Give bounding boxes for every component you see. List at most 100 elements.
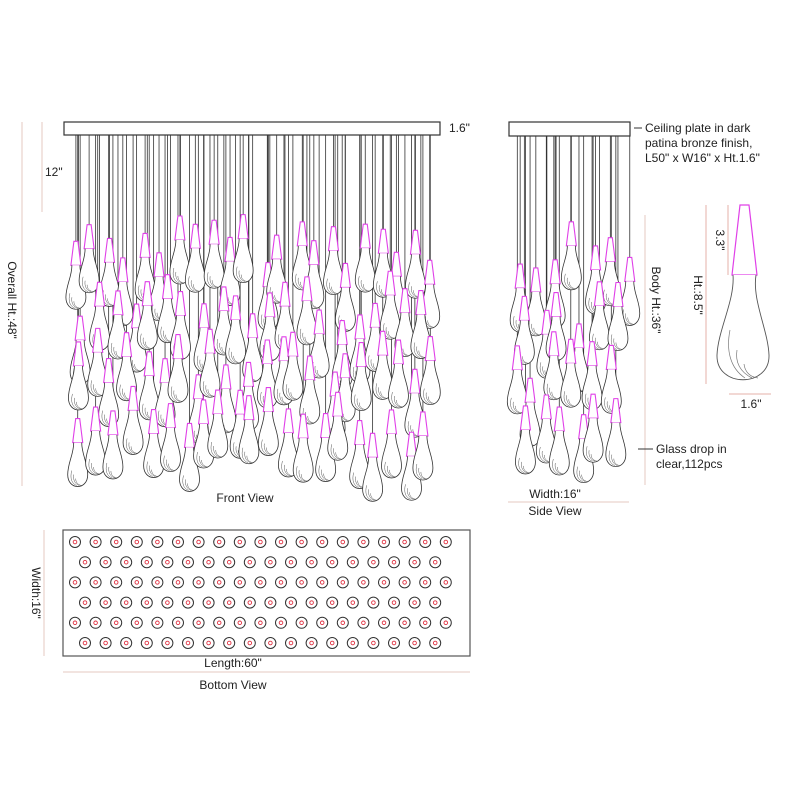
drop-center: [103, 640, 108, 646]
drop-streaks: [68, 293, 80, 309]
bottom-drop-marker: [316, 616, 329, 629]
body-height-label: Body Ht.:36": [649, 267, 663, 334]
drop-bulb: [122, 410, 144, 455]
bottom-drop-marker: [182, 556, 194, 569]
drop-cone: [304, 355, 316, 381]
drop-center: [278, 620, 284, 626]
drop-bulb: [525, 291, 547, 337]
drop-outline: [99, 556, 112, 569]
side-width-label: Width:16": [529, 487, 581, 501]
bottom-drop-marker: [429, 637, 442, 649]
bottom-drop-marker: [223, 596, 236, 609]
drop-cone: [153, 252, 165, 278]
drop-center: [196, 539, 201, 545]
drop-center: [412, 600, 417, 605]
drop-bulb: [619, 281, 641, 326]
bottom-drop-marker: [305, 556, 318, 569]
drop-center: [216, 539, 222, 545]
bottom-drop-marker: [140, 637, 153, 649]
drop-bulb: [282, 356, 304, 401]
drop-center: [226, 640, 232, 646]
glass-drop: [238, 395, 260, 465]
drop-outline: [182, 596, 194, 609]
drop-center: [371, 559, 376, 565]
drop-streaks: [160, 326, 172, 342]
drop-streaks: [71, 393, 83, 410]
bottom-drop-marker: [172, 536, 184, 548]
drop-outline: [172, 576, 184, 589]
drop-center: [237, 580, 243, 585]
drop-outline: [357, 536, 370, 548]
bottom-drop-marker: [213, 576, 226, 589]
drop-center: [319, 539, 325, 545]
drop-outline: [316, 576, 329, 589]
glass-drop: [419, 336, 441, 405]
drop-streaks: [170, 386, 183, 402]
glass-drop: [160, 403, 181, 473]
drop-cone: [524, 377, 536, 403]
drop-center: [361, 580, 366, 585]
drop-bulb: [143, 433, 165, 478]
drop-streaks: [608, 450, 620, 466]
drop-center: [123, 640, 129, 646]
drop-streaks: [358, 276, 370, 292]
drop-bulb: [589, 305, 610, 351]
drop-outline: [408, 596, 421, 609]
glass-drop: [299, 355, 321, 425]
drop-outline: [326, 556, 339, 569]
glass-drop: [207, 389, 229, 459]
bottom-drop-marker: [388, 596, 400, 609]
bottom-drop-marker: [161, 556, 174, 569]
bottom-drop-marker: [295, 576, 308, 589]
bottom-drop-marker: [275, 616, 287, 629]
glass-drop: [362, 432, 384, 502]
drop-streaks: [261, 439, 273, 455]
drop-streaks: [415, 463, 427, 480]
plate-note-line-3: L50" x W16" x Ht.1.6": [645, 151, 760, 165]
drop-bulb: [548, 431, 570, 476]
drop-bulb: [299, 380, 321, 425]
bottom-drop-marker: [120, 556, 133, 569]
bottom-drop-marker: [254, 616, 267, 629]
drop-outline: [419, 536, 432, 548]
glass-drop: [102, 410, 124, 480]
drop-outline: [130, 576, 143, 589]
drop-streaks: [518, 457, 530, 474]
bottom-drop-marker: [192, 536, 205, 548]
drop-cone: [143, 351, 155, 377]
bottom-drop-marker: [172, 616, 184, 629]
glass-drop: [543, 331, 565, 401]
drop-streaks: [82, 276, 94, 292]
bottom-drop-marker: [275, 536, 287, 548]
drop-cone: [377, 228, 389, 254]
plate-note-line-1: Ceiling plate in dark: [645, 121, 751, 135]
drop-outline: [336, 576, 349, 589]
drop-streaks: [296, 466, 308, 482]
drop-cone: [172, 333, 184, 360]
glass-drop: [167, 333, 189, 403]
drop-outline: [254, 576, 267, 589]
drop-center: [329, 559, 335, 565]
drop-center: [113, 580, 119, 585]
drop-cone: [229, 295, 242, 321]
drop-outline: [161, 637, 174, 649]
bottom-drop-marker: [357, 616, 370, 629]
bottom-drop-marker: [295, 536, 308, 548]
drop-cone: [204, 328, 216, 354]
drop-cone: [120, 332, 133, 358]
bottom-drop-marker: [213, 536, 226, 548]
drop-cone: [139, 232, 151, 258]
bottom-drop-marker: [79, 556, 91, 569]
side-ceiling-plate: [508, 121, 631, 137]
drop-streaks: [236, 266, 248, 282]
drop-outline: [285, 637, 297, 649]
drop-center: [299, 580, 304, 585]
bottom-drop-marker: [120, 596, 133, 609]
drop-cone: [117, 257, 129, 283]
drop-outline: [429, 637, 442, 649]
bottom-drop-marker: [316, 536, 329, 548]
glass-drop: [136, 281, 158, 351]
drop-cone: [107, 410, 119, 436]
drop-center: [113, 620, 119, 626]
drop-center: [309, 559, 314, 565]
